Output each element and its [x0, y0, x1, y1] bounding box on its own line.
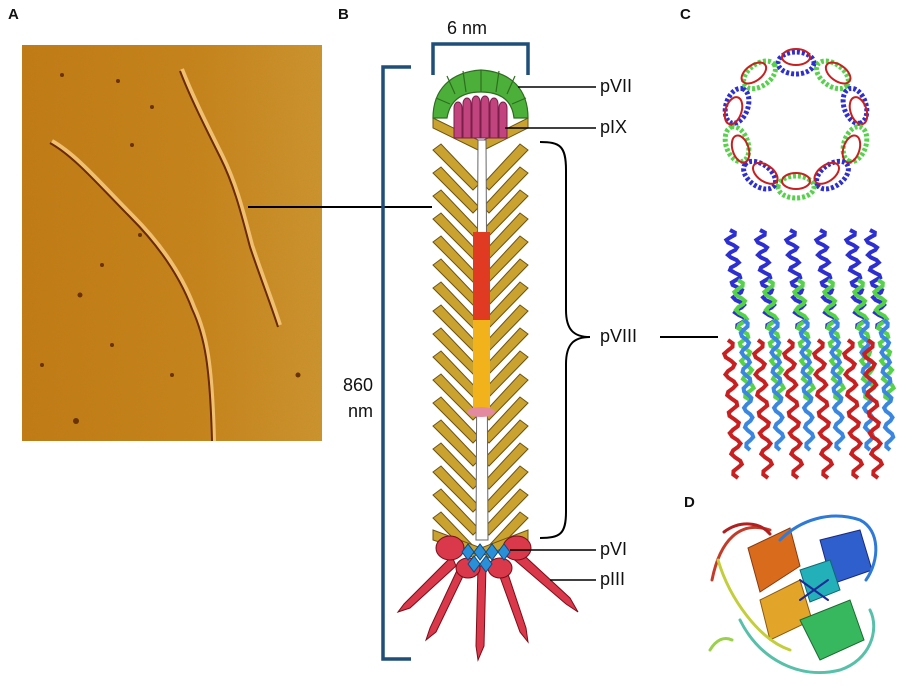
helix-bundle-unit: [722, 85, 752, 126]
helix-bundle-unit: [741, 158, 779, 192]
helix-bundle-unit: [775, 48, 817, 77]
alpha-helix: [861, 338, 885, 480]
pvi-label: pVI: [600, 539, 628, 559]
alpha-helix: [783, 228, 809, 332]
pviii-brace: [539, 141, 591, 539]
pix-label: pIX: [600, 117, 628, 137]
alpha-helix: [813, 228, 839, 332]
phage-filament: [51, 139, 216, 441]
pix-cluster: [453, 95, 508, 139]
dna-segment-orange: [473, 320, 490, 412]
helix-bundle-unit: [740, 58, 778, 92]
pvii-label: pVII: [600, 76, 633, 96]
width-bracket: [431, 42, 530, 75]
dna-core: [467, 139, 495, 541]
length-unit-label: nm: [348, 401, 374, 421]
width-label: 6 nm: [447, 18, 488, 38]
helix-bundle-unit: [814, 58, 852, 92]
alpha-helix: [738, 318, 756, 452]
helix-bundle-unit: [775, 172, 817, 201]
phage-filament: [180, 68, 282, 326]
alpha-helix: [721, 338, 745, 480]
pvi-cluster: [461, 543, 511, 573]
protein-ribbon-structure: [708, 514, 878, 675]
length-bracket: [381, 65, 411, 661]
helix-bundle-unit: [840, 124, 870, 165]
pviii-label: pVIII: [600, 326, 638, 346]
alpha-helix: [723, 228, 749, 332]
panel-label-c: C: [680, 6, 691, 23]
dna-end-cap: [467, 407, 495, 417]
alpha-helix: [843, 228, 869, 332]
alpha-helix: [811, 338, 835, 480]
pviii-coat: [432, 117, 529, 559]
afm-image: [22, 45, 322, 441]
alpha-helix: [863, 228, 889, 332]
pvii-cap: [432, 69, 529, 119]
alpha-helix: [878, 318, 896, 452]
alpha-helix: [798, 318, 816, 452]
piii-fibres: [396, 535, 579, 662]
helix-bundle-unit: [840, 85, 870, 126]
alpha-helix: [753, 228, 779, 332]
panel-label-b: B: [338, 6, 349, 23]
piii-label: pIII: [600, 569, 626, 589]
alpha-helix: [751, 338, 775, 480]
panel-label-d: D: [684, 494, 695, 511]
alpha-helix: [768, 318, 786, 452]
alpha-helix: [781, 338, 805, 480]
length-value-label: 860: [343, 375, 374, 395]
panel-label-a: A: [8, 6, 19, 23]
pviii-ring-structure: [722, 48, 870, 201]
helix-bundle-unit: [722, 124, 752, 165]
helix-bundle-unit: [813, 158, 851, 192]
alpha-helix: [828, 318, 846, 452]
pviii-helix-bundle: [721, 228, 897, 480]
alpha-helix: [841, 338, 865, 480]
dna-segment-red: [473, 232, 490, 320]
